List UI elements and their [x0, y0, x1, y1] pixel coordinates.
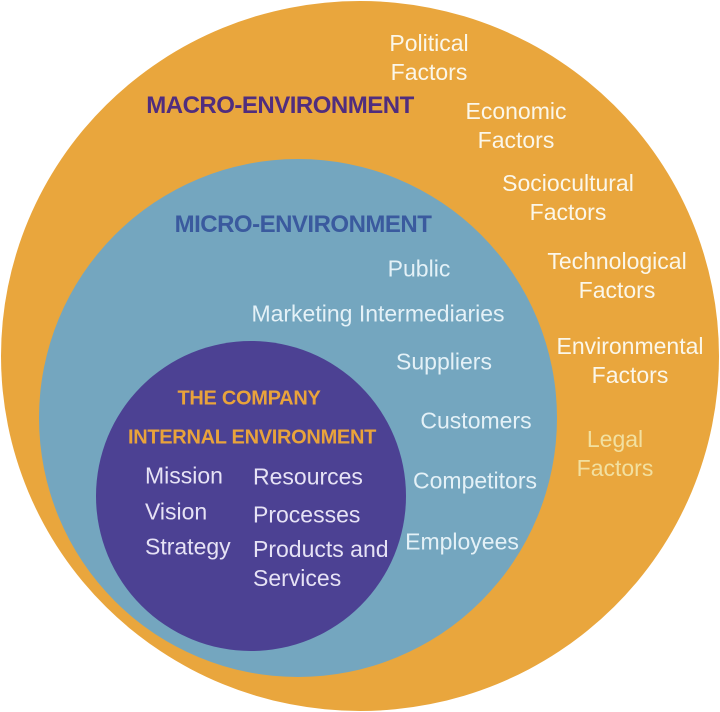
micro-item-employees: Employees — [405, 528, 519, 555]
factor-label-technological: Technological Factors — [547, 248, 687, 303]
micro-item-public: Public — [387, 255, 451, 282]
factor-label-legal: Legal Factors — [576, 426, 654, 481]
factor-label-economic: Economic Factors — [465, 98, 567, 153]
company-title-line1: THE COMPANY — [177, 387, 321, 410]
company-title-line2: INTERNAL ENVIRONMENT — [127, 426, 377, 449]
factor-label-sociocultural: Sociocultural Factors — [502, 170, 634, 225]
company-item-processes: Processes — [253, 501, 361, 528]
company-item-strategy: Strategy — [145, 533, 231, 560]
company-item-products-and-services: Products and Services — [253, 536, 389, 591]
micro-item-marketing-intermediaries: Marketing Intermediaries — [251, 300, 505, 327]
company-item-mission: Mission — [145, 462, 223, 489]
factor-label-political: Political Factors — [389, 30, 469, 85]
micro-item-suppliers: Suppliers — [396, 348, 492, 375]
micro-environment-title: MICRO-ENVIRONMENT — [174, 211, 432, 238]
company-internal-environment-circle — [96, 341, 406, 651]
macro-environment-title: MACRO-ENVIRONMENT — [146, 92, 414, 119]
company-item-vision: Vision — [145, 498, 208, 525]
company-item-resources: Resources — [253, 463, 363, 490]
micro-item-competitors: Competitors — [413, 467, 537, 494]
factor-label-environmental: Environmental Factors — [556, 333, 704, 388]
micro-item-customers: Customers — [420, 407, 532, 434]
